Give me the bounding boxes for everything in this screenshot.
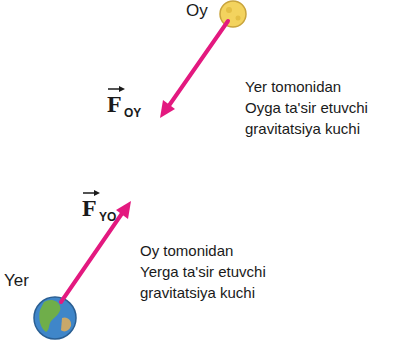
arrowhead [160,100,175,118]
moon-crater [226,7,232,13]
force-note: Oy tomonidan Yerga ta'sir etuvchi gravit… [140,240,266,303]
force-symbol: F [82,195,97,221]
body-name: Oy [186,2,208,21]
text-line: gravitatsiya kuchi [245,118,368,139]
text-line: Yerga ta'sir etuvchi [140,261,266,282]
moon-crater [236,16,241,21]
earth-land [39,300,60,332]
text-line: Oyga ta'sir etuvchi [245,97,368,118]
text-line: Oy tomonidan [140,240,266,261]
text-line: Yer tomonidan [245,76,368,97]
force-arrow [168,21,228,107]
force-symbol: F [107,91,122,117]
arrowhead [116,201,131,219]
body-name: Yer [4,272,29,291]
force-note: Yer tomonidan Oyga ta'sir etuvchi gravit… [245,76,368,139]
moon-figure [220,1,246,27]
force-subscript: OY [124,107,141,120]
force-arrow [61,212,123,302]
earth-figure [34,297,76,339]
earth-land [61,317,71,331]
text-line: gravitatsiya kuchi [140,282,266,303]
force-subscript: YO [99,211,116,224]
